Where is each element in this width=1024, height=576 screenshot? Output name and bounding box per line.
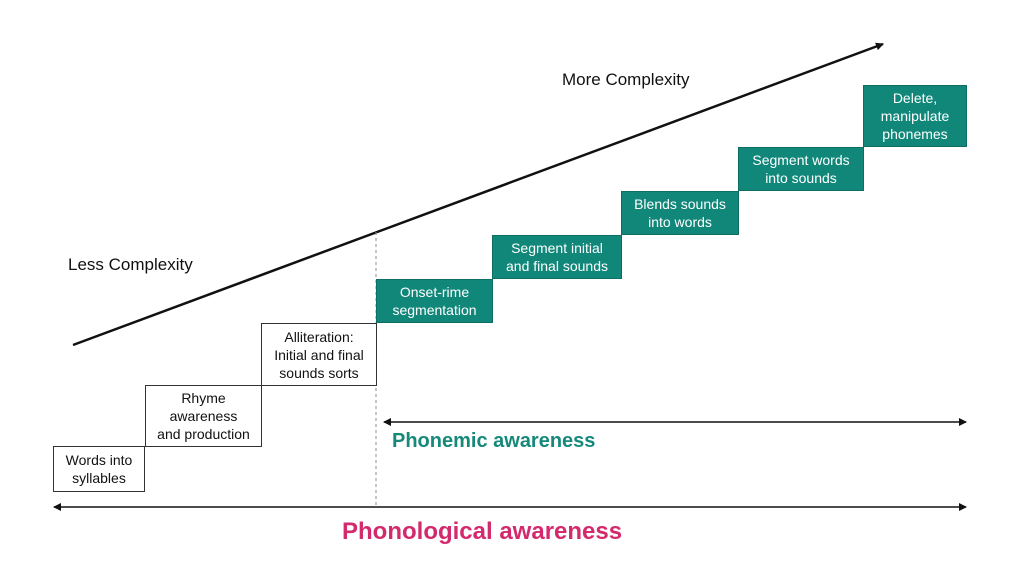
step-box: Words into syllables [53,446,145,492]
phonological-awareness-label: Phonological awareness [342,518,623,545]
more-complexity-label: More Complexity [562,70,690,89]
step-box: Segment words into sounds [738,147,864,191]
phonemic-awareness-label: Phonemic awareness [392,430,596,452]
step-box: Segment initial and final sounds [492,235,622,279]
step-box: Blends sounds into words [621,191,739,235]
step-box: Onset-rime segmentation [376,279,493,323]
less-complexity-label: Less Complexity [68,255,193,274]
step-box: Delete, manipulate phonemes [863,85,967,147]
step-box: Rhyme awareness and production [145,385,262,447]
step-box: Alliteration: Initial and final sounds s… [261,323,377,386]
complexity-arrow [72,42,884,347]
